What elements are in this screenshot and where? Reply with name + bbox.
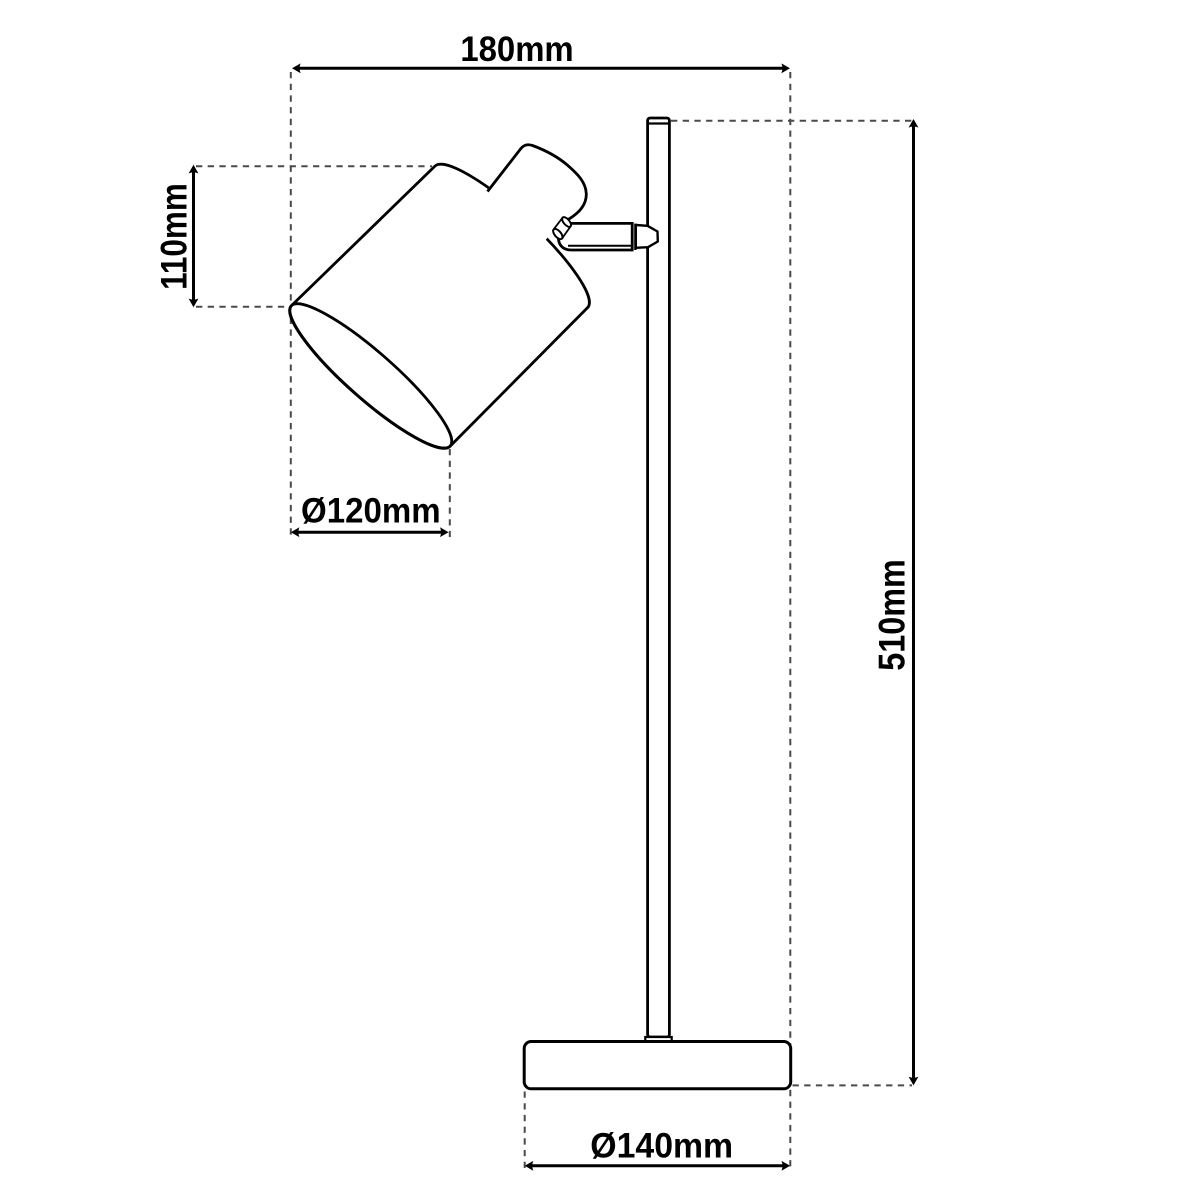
svg-text:180mm: 180mm xyxy=(460,30,573,69)
svg-text:Ø140mm: Ø140mm xyxy=(590,1127,733,1166)
svg-text:110mm: 110mm xyxy=(154,183,195,290)
svg-text:Ø120mm: Ø120mm xyxy=(301,492,441,531)
svg-text:510mm: 510mm xyxy=(873,559,913,671)
